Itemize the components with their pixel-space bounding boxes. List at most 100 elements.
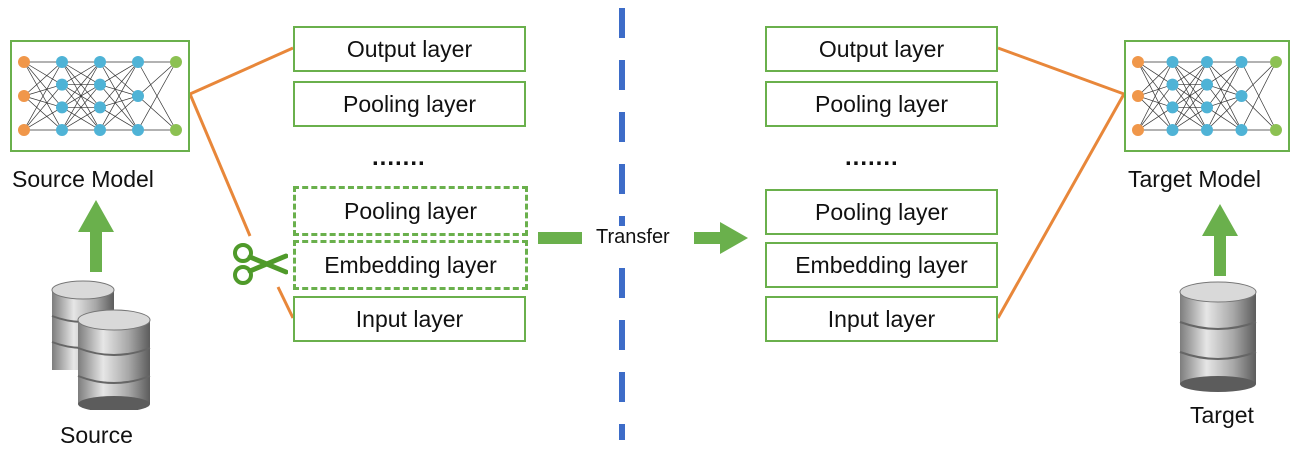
network-edge bbox=[1137, 61, 1173, 85]
neural-network-icon bbox=[18, 56, 182, 136]
network-edge bbox=[1137, 61, 1173, 97]
network-edge bbox=[99, 107, 139, 131]
network-edge bbox=[23, 61, 63, 131]
arrow-up-icon bbox=[1202, 204, 1238, 276]
network-edge bbox=[23, 95, 63, 108]
network-edge bbox=[99, 84, 139, 97]
source-connector-top bbox=[189, 46, 294, 96]
target-model-box bbox=[1124, 40, 1290, 152]
network-node bbox=[1270, 56, 1282, 68]
network-node bbox=[18, 124, 30, 136]
target-embedding-layer: Embedding layer bbox=[765, 242, 998, 288]
arrow-up-icon bbox=[78, 200, 114, 272]
network-node bbox=[94, 124, 106, 136]
network-edge bbox=[61, 61, 101, 131]
source-data-label: Source bbox=[60, 422, 133, 448]
network-edge bbox=[99, 61, 139, 85]
network-node bbox=[94, 78, 106, 91]
source-pooling-layer-top: Pooling layer bbox=[293, 81, 526, 127]
network-edge bbox=[1137, 84, 1173, 97]
source-input-layer: Input layer bbox=[293, 296, 526, 342]
network-edge bbox=[23, 84, 63, 97]
network-edge bbox=[23, 95, 63, 131]
source-model-label: Source Model bbox=[12, 166, 154, 192]
network-node bbox=[1201, 124, 1213, 136]
network-node bbox=[94, 56, 106, 68]
network-edge bbox=[99, 95, 139, 108]
network-edge bbox=[23, 84, 63, 131]
transfer-label: Transfer bbox=[594, 226, 672, 249]
network-edge bbox=[99, 61, 139, 97]
network-node bbox=[1235, 124, 1248, 136]
arrow-right-icon bbox=[694, 222, 748, 254]
network-node bbox=[56, 101, 68, 114]
network-node bbox=[1201, 101, 1213, 114]
network-edge bbox=[1206, 95, 1242, 131]
network-node bbox=[1166, 78, 1179, 91]
network-node bbox=[1132, 90, 1144, 102]
transfer-bar-left bbox=[538, 232, 582, 244]
source-output-layer: Output layer bbox=[293, 26, 526, 72]
network-edge bbox=[23, 61, 63, 97]
network-node bbox=[1270, 124, 1282, 136]
network-edge bbox=[1206, 95, 1242, 108]
network-edge bbox=[137, 95, 177, 131]
database-icon bbox=[1179, 281, 1257, 392]
network-edge bbox=[1241, 61, 1277, 131]
source-connector-bottom bbox=[188, 93, 252, 237]
source-connector-input bbox=[276, 286, 295, 319]
network-edge bbox=[1137, 61, 1173, 108]
network-node bbox=[132, 124, 144, 136]
network-edge bbox=[1137, 107, 1173, 131]
network-node bbox=[132, 90, 144, 102]
network-edge bbox=[99, 84, 139, 131]
network-edge bbox=[99, 61, 139, 131]
network-edge bbox=[1137, 95, 1173, 131]
network-edge bbox=[61, 61, 101, 108]
network-edge bbox=[1206, 61, 1242, 131]
network-edge bbox=[23, 61, 63, 85]
network-edge bbox=[1137, 95, 1173, 108]
target-ellipsis: ....... bbox=[845, 144, 899, 171]
network-node bbox=[170, 56, 182, 68]
source-embedding-layer-cut: Embedding layer bbox=[293, 240, 528, 290]
network-edge bbox=[1206, 61, 1242, 85]
network-edge bbox=[61, 84, 101, 131]
network-node bbox=[1166, 124, 1179, 136]
network-node bbox=[1166, 101, 1179, 114]
target-output-layer: Output layer bbox=[765, 26, 998, 72]
network-node bbox=[1166, 56, 1179, 68]
network-edge bbox=[99, 61, 139, 108]
network-edge bbox=[1241, 61, 1277, 97]
network-edge bbox=[61, 61, 101, 85]
network-edge bbox=[1172, 61, 1208, 131]
network-node bbox=[56, 56, 68, 68]
target-pooling-layer: Pooling layer bbox=[765, 189, 998, 235]
network-node bbox=[170, 124, 182, 136]
target-model-label: Target Model bbox=[1128, 166, 1261, 192]
network-edge bbox=[1206, 84, 1242, 131]
network-edge bbox=[1172, 61, 1208, 85]
target-connector-top bbox=[997, 46, 1125, 96]
network-edge bbox=[23, 107, 63, 131]
network-edge bbox=[1241, 95, 1277, 131]
network-node bbox=[18, 90, 30, 102]
network-edge bbox=[1206, 84, 1242, 97]
network-node bbox=[132, 56, 144, 68]
network-node bbox=[1201, 78, 1213, 91]
network-node bbox=[1132, 124, 1144, 136]
network-node bbox=[56, 124, 68, 136]
network-edge bbox=[1206, 107, 1242, 131]
network-edge bbox=[1137, 84, 1173, 131]
network-edge bbox=[1172, 107, 1208, 131]
network-node bbox=[1132, 56, 1144, 68]
network-node bbox=[1235, 56, 1248, 68]
network-edge bbox=[1172, 84, 1208, 131]
network-edge bbox=[1137, 61, 1173, 131]
network-node bbox=[56, 78, 68, 91]
network-node bbox=[94, 101, 106, 114]
network-node bbox=[1235, 90, 1248, 102]
source-model-box bbox=[10, 40, 190, 152]
target-pooling-layer-top: Pooling layer bbox=[765, 81, 998, 127]
